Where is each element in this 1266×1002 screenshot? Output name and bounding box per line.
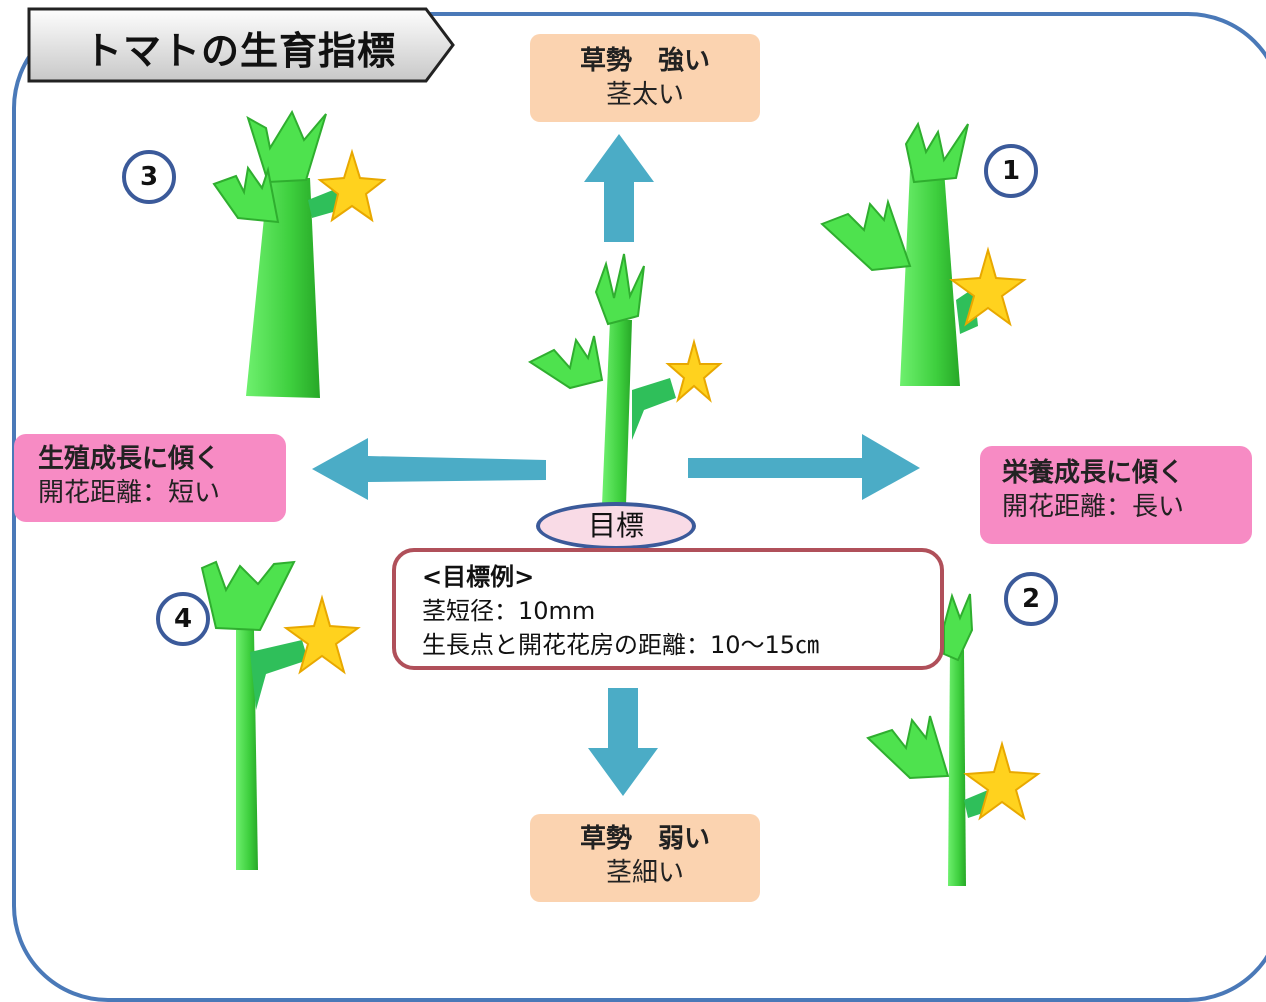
plant-1-illustration <box>820 121 1027 386</box>
plant-4-illustration <box>200 560 361 870</box>
stem-diameter-text: 茎短径：10mm <box>422 597 596 625</box>
reproductive-growth-box: 生殖成長に傾く 開花距離：短い <box>14 434 286 522</box>
arrow-down <box>588 688 658 796</box>
target-label: 目標 <box>536 502 696 550</box>
badge-1: 1 <box>984 144 1038 198</box>
stem-thick-text: 茎太い <box>605 80 684 110</box>
growth-point-distance-text: 生長点と開花花房の距離：10〜15㎝ <box>422 631 820 659</box>
badge-3: 3 <box>122 150 176 204</box>
arrow-right <box>688 434 920 500</box>
flower-distance-short-text: 開花距離：短い <box>38 478 221 508</box>
title-tab-shape <box>27 7 455 83</box>
target-example-box: <目標例> 茎短径：10mm 生長点と開花花房の距離：10〜15㎝ <box>392 548 944 670</box>
plant-2-illustration <box>866 592 1041 886</box>
vegetative-growth-title: 栄養成長に傾く <box>1002 458 1185 488</box>
badge-4: 4 <box>156 592 210 646</box>
title-tab: トマトの生育指標 <box>26 6 456 84</box>
plant-3-illustration <box>212 109 387 398</box>
flower-distance-long-text: 開花距離：長い <box>1002 492 1185 522</box>
page-title: トマトの生育指標 <box>84 29 397 73</box>
vegetative-growth-box: 栄養成長に傾く 開花距離：長い <box>980 446 1252 544</box>
target-plant-illustration <box>527 253 723 505</box>
vigor-weak-title: 草勢 弱い <box>579 824 710 854</box>
badge-2: 2 <box>1004 572 1058 626</box>
reproductive-growth-title: 生殖成長に傾く <box>38 444 221 474</box>
arrow-left <box>312 438 546 500</box>
vigor-strong-box: 草勢 強い 茎太い <box>530 34 760 122</box>
arrow-up <box>584 134 654 242</box>
stem-thin-text: 茎細い <box>605 858 684 888</box>
target-example-title: <目標例> <box>422 563 535 591</box>
vigor-strong-title: 草勢 強い <box>579 46 710 76</box>
vigor-weak-box: 草勢 弱い 茎細い <box>530 814 760 902</box>
